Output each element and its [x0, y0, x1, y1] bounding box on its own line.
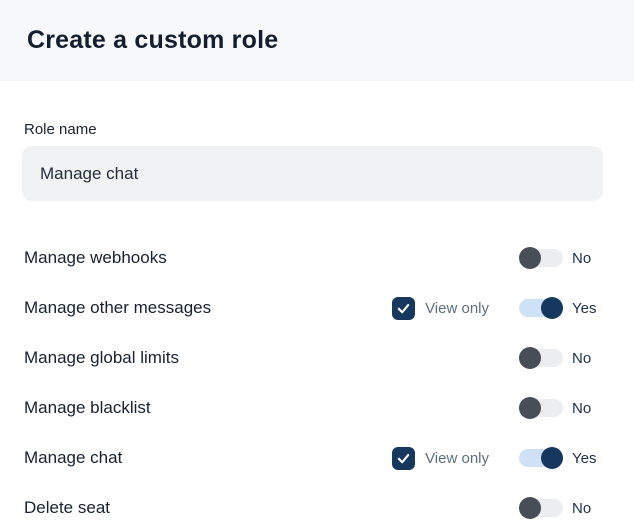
toggle-knob — [541, 297, 563, 319]
toggle-knob — [519, 397, 541, 419]
permission-row: Manage webhooks No — [0, 233, 634, 283]
check-icon — [397, 453, 410, 463]
toggle-state-label: No — [572, 499, 592, 517]
view-only-label: View only — [425, 299, 489, 317]
toggle-state-label: No — [572, 249, 592, 267]
permission-label: Delete seat — [24, 498, 110, 517]
toggle-switch[interactable] — [519, 247, 563, 269]
role-name-input[interactable] — [22, 146, 603, 201]
permission-controls: No — [519, 397, 600, 419]
permission-controls: View only Yes — [392, 446, 600, 470]
permission-controls: No — [519, 247, 600, 269]
permission-row: Manage chat View only Yes — [0, 433, 634, 483]
toggle-switch[interactable] — [519, 447, 563, 469]
permissions-list: Manage webhooks No Manage other messages… — [0, 233, 634, 525]
permission-row: Manage blacklist No — [0, 383, 634, 433]
toggle-switch[interactable] — [519, 347, 563, 369]
toggle-state-label: No — [572, 349, 592, 367]
permission-row: Delete seat No — [0, 483, 634, 525]
toggle-state-label: No — [572, 399, 592, 417]
permission-label: Manage blacklist — [24, 398, 151, 417]
toggle-knob — [519, 497, 541, 519]
permission-label: Manage other messages — [24, 298, 212, 317]
permission-controls: No — [519, 497, 600, 519]
toggle-state-label: Yes — [572, 299, 597, 317]
permission-row: Manage global limits No — [0, 333, 634, 383]
permission-label: Manage chat — [24, 448, 123, 467]
dialog-header: Create a custom role — [0, 0, 634, 81]
toggle-switch[interactable] — [519, 297, 563, 319]
permission-label: Manage global limits — [24, 348, 179, 367]
view-only-checkbox[interactable] — [392, 446, 416, 470]
permission-label: Manage webhooks — [24, 248, 167, 267]
toggle-knob — [519, 347, 541, 369]
toggle-switch[interactable] — [519, 397, 563, 419]
check-icon — [397, 303, 410, 313]
toggle-switch[interactable] — [519, 497, 563, 519]
permission-controls: View only Yes — [392, 296, 600, 320]
toggle-knob — [519, 247, 541, 269]
permission-row: Manage other messages View only Yes — [0, 283, 634, 333]
view-only-checkbox[interactable] — [392, 296, 416, 320]
dialog-title: Create a custom role — [27, 26, 279, 54]
role-name-label: Role name — [24, 121, 97, 138]
view-only-label: View only — [425, 449, 489, 467]
toggle-state-label: Yes — [572, 449, 597, 467]
permission-controls: No — [519, 347, 600, 369]
toggle-knob — [541, 447, 563, 469]
